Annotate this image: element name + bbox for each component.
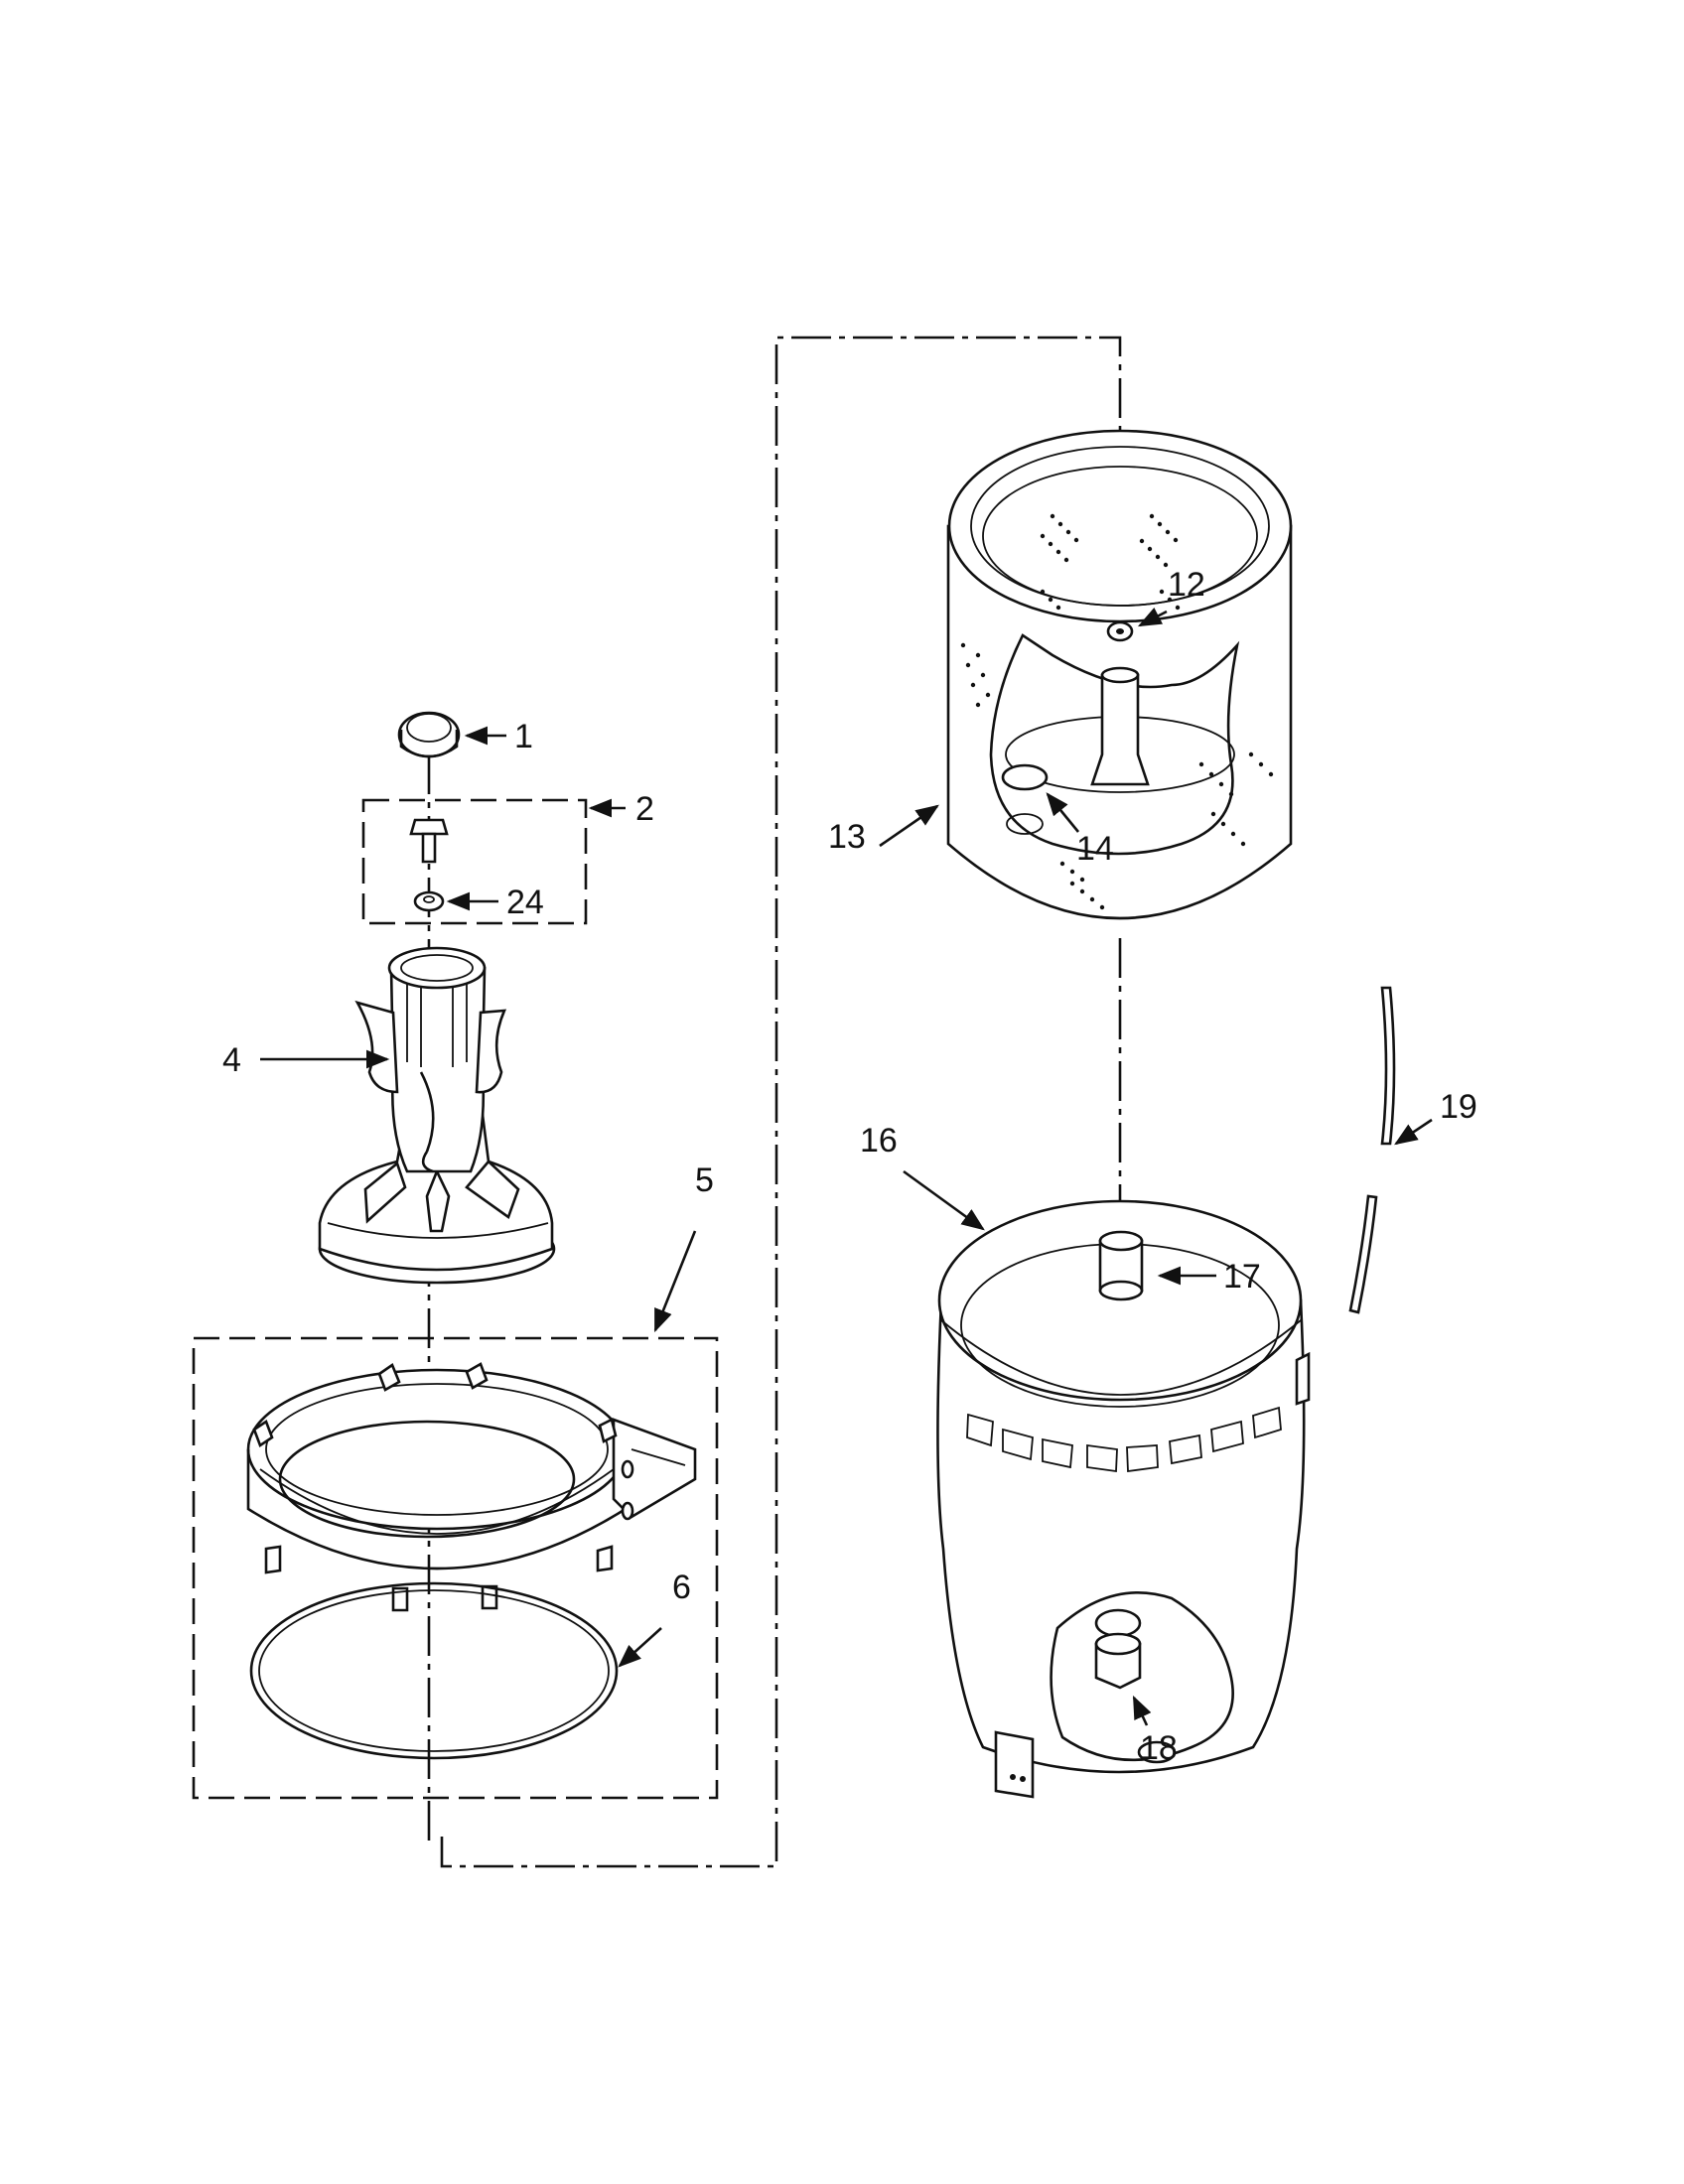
callout-arrows <box>260 607 1433 1726</box>
tub-slots <box>966 1406 1282 1473</box>
callout-16: 16 <box>860 1122 898 1160</box>
callout-12: 12 <box>1168 566 1205 604</box>
part-2-bolt-kit <box>361 798 588 925</box>
part-13-spin-basket <box>946 429 1293 920</box>
callout-4: 4 <box>222 1041 241 1079</box>
part-1-agitator-cap <box>397 711 461 758</box>
callout-17: 17 <box>1223 1258 1261 1296</box>
callout-13: 13 <box>828 818 866 856</box>
callout-2: 2 <box>635 790 654 828</box>
callout-1: 1 <box>514 718 533 755</box>
callout-24: 24 <box>506 884 544 921</box>
part-4-agitator <box>318 946 556 1285</box>
part-19-hose <box>1348 986 1396 1314</box>
callout-6: 6 <box>672 1569 691 1606</box>
part-16-outer-tub <box>936 1199 1311 1799</box>
part-5-ring-assembly <box>192 1336 719 1800</box>
callout-18: 18 <box>1140 1729 1178 1767</box>
part-6-seal-ring <box>249 1581 619 1760</box>
callout-19: 19 <box>1440 1088 1477 1126</box>
basket-perforations <box>960 513 1274 910</box>
callout-5: 5 <box>695 1161 714 1199</box>
callout-14: 14 <box>1076 830 1114 868</box>
callout-labels: 1 2 24 4 5 6 12 13 14 16 17 18 19 <box>222 566 1477 1767</box>
